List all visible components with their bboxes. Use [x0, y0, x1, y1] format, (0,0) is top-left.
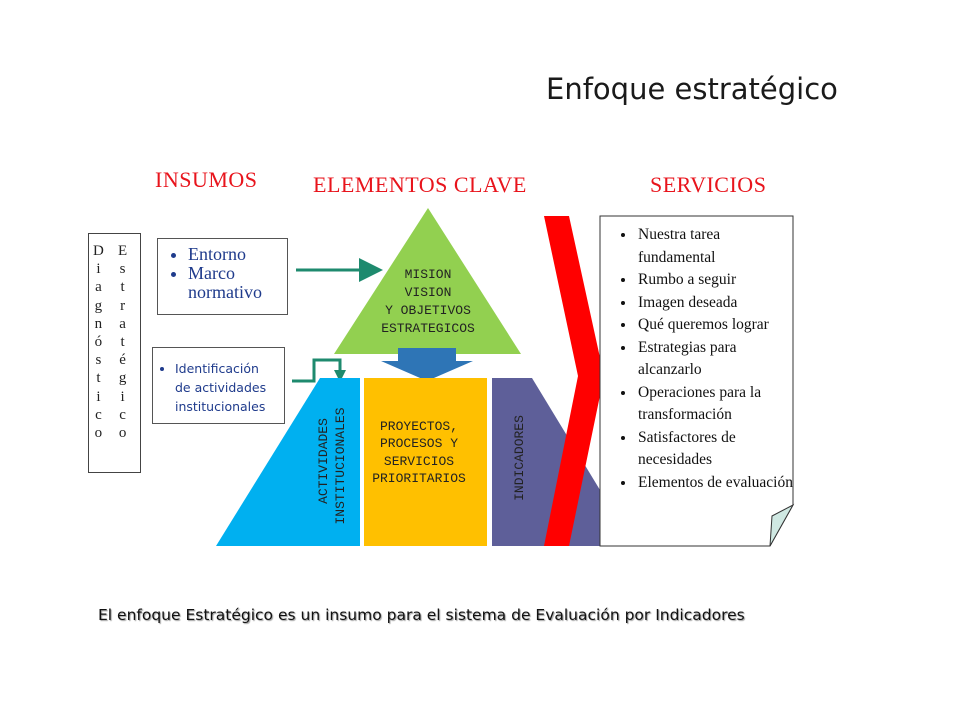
diagnostico-letter: D [93, 243, 104, 259]
triangle-line-2: VISION [405, 285, 452, 300]
header-servicios: SERVICIOS [650, 172, 767, 197]
servicios-list: Nuestra tarea fundamentalRumbo a seguirI… [618, 224, 798, 494]
insumo-item-identificacion: Identificación de actividades institucio… [175, 359, 284, 416]
diagnostico-letter: n [94, 315, 103, 332]
estrategico-letter: g [118, 370, 127, 387]
header-insumos: INSUMOS [155, 167, 258, 192]
diagnostico-letter: i [96, 261, 101, 278]
servicio-item: Imagen deseada [636, 292, 798, 315]
footer-caption: El enfoque Estratégico es un insumo para… [98, 606, 745, 624]
diagnostico-letter: o [94, 425, 103, 442]
estrategico-letter: a [119, 315, 126, 332]
paper-fold-corner [769, 503, 795, 547]
estrategico-letter: é [119, 352, 126, 369]
diagnostico-letter: ó [94, 334, 103, 351]
mision-vision-triangle [334, 208, 521, 354]
estrategico-letter: E [118, 243, 128, 259]
diagnostico-letter: g [94, 297, 103, 314]
estrategico-letter: c [119, 406, 126, 423]
servicio-item: Elementos de evaluación [636, 472, 798, 495]
indicadores-label: INDICADORES [512, 415, 527, 501]
down-arrow [381, 348, 473, 381]
insumos-entorno-box: Entorno Marco normativo [157, 238, 288, 315]
page-title: Enfoque estratégico [546, 72, 838, 106]
diagnostico-letter: t [96, 370, 101, 387]
estrategico-letter: i [120, 388, 125, 405]
actividades-label-2: INSTITUCIONALES [333, 407, 348, 524]
actividades-block [216, 378, 360, 546]
proyectos-line-4: PRIORITARIOS [372, 471, 466, 486]
diagnostico-letter: a [95, 279, 102, 296]
actividades-label-1: ACTIVIDADES [316, 418, 331, 504]
servicio-item: Operaciones para la transformación [636, 382, 798, 427]
estrategico-letter: r [120, 297, 126, 314]
insumo-item-marco-normativo: Marco normativo [188, 264, 287, 302]
estrategico-letter: t [120, 279, 125, 296]
triangle-line-3: Y OBJETIVOS [385, 303, 471, 318]
diagnostico-letter: i [96, 388, 101, 405]
proyectos-block [364, 378, 487, 546]
proyectos-line-1: PROYECTOS, [380, 419, 458, 434]
servicio-item: Qué queremos lograr [636, 314, 798, 337]
proyectos-line-2: PROCESOS Y [380, 436, 458, 451]
triangle-line-1: MISION [405, 267, 452, 282]
diagnostico-letter: s [95, 352, 102, 369]
proyectos-line-3: SERVICIOS [384, 454, 454, 469]
header-elementos-clave: ELEMENTOS CLAVE [313, 172, 527, 197]
diagnostico-letter: c [95, 406, 102, 423]
servicio-item: Rumbo a seguir [636, 269, 798, 292]
servicio-item: Nuestra tarea fundamental [636, 224, 798, 269]
red-chevron [544, 216, 604, 546]
connector-identificacion-to-actividades [292, 358, 342, 383]
connector-arrowhead [334, 370, 346, 382]
servicio-item: Satisfactores de necesidades [636, 427, 798, 472]
triangle-line-4: ESTRATEGICOS [381, 321, 475, 336]
insumo-item-entorno: Entorno [188, 245, 287, 264]
estrategico-letter: o [118, 425, 127, 442]
servicio-item: Estrategias para alcanzarlo [636, 337, 798, 382]
estrategico-letter: t [120, 334, 125, 351]
insumos-identificacion-box: Identificación de actividades institucio… [152, 347, 285, 424]
estrategico-letter: s [119, 261, 126, 278]
